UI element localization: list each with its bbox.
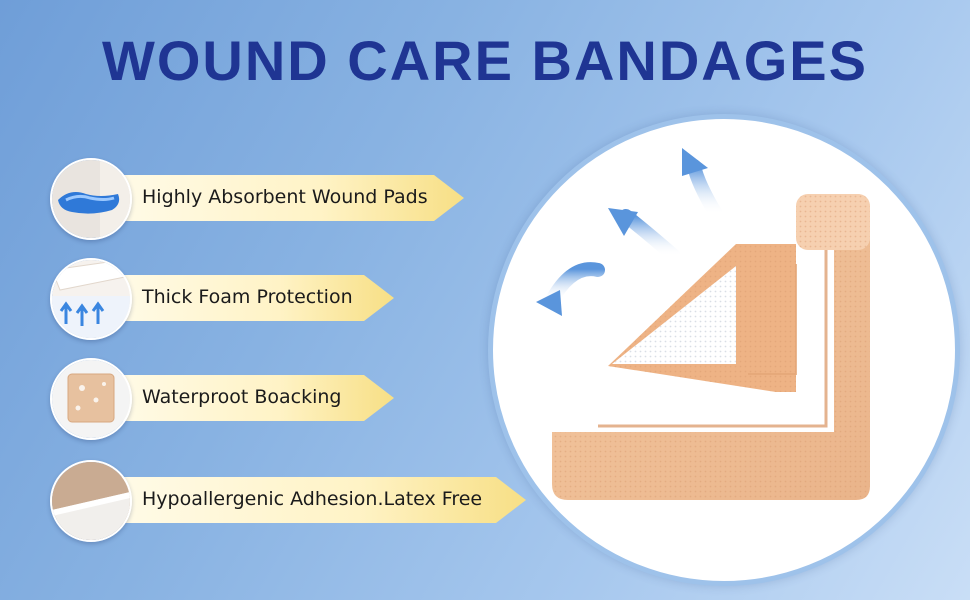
adhesive-edge-icon xyxy=(50,460,132,542)
feature-banner: Thick Foam Protection xyxy=(106,275,394,321)
airflow-arrow-icon xyxy=(536,262,605,316)
page-title: WOUND CARE BANDAGES xyxy=(102,29,868,92)
feature-item-hypoallergenic: Hypoallergenic Adhesion.Latex Free xyxy=(50,460,530,542)
feature-label: Highly Absorbent Wound Pads xyxy=(142,186,428,208)
feature-label: Waterproot Boacking xyxy=(142,386,342,408)
foam-layer-icon xyxy=(50,258,132,340)
absorbent-gel-icon xyxy=(50,158,132,240)
feature-label: Thick Foam Protection xyxy=(142,286,353,308)
feature-banner: Hypoallergenic Adhesion.Latex Free xyxy=(106,477,526,523)
foam-bandage-image xyxy=(536,148,870,500)
feature-banner: Highly Absorbent Wound Pads xyxy=(106,175,464,221)
airflow-arrow-icon xyxy=(608,208,681,263)
feature-item-foam: Thick Foam Protection xyxy=(50,258,400,340)
feature-label: Hypoallergenic Adhesion.Latex Free xyxy=(142,488,483,510)
airflow-arrow-icon xyxy=(682,148,723,221)
feature-item-absorbent: Highly Absorbent Wound Pads xyxy=(50,158,470,240)
feature-banner: Waterproot Boacking xyxy=(106,375,394,421)
feature-item-waterproof: Waterproot Boacking xyxy=(50,358,400,440)
waterproof-backing-icon xyxy=(50,358,132,440)
